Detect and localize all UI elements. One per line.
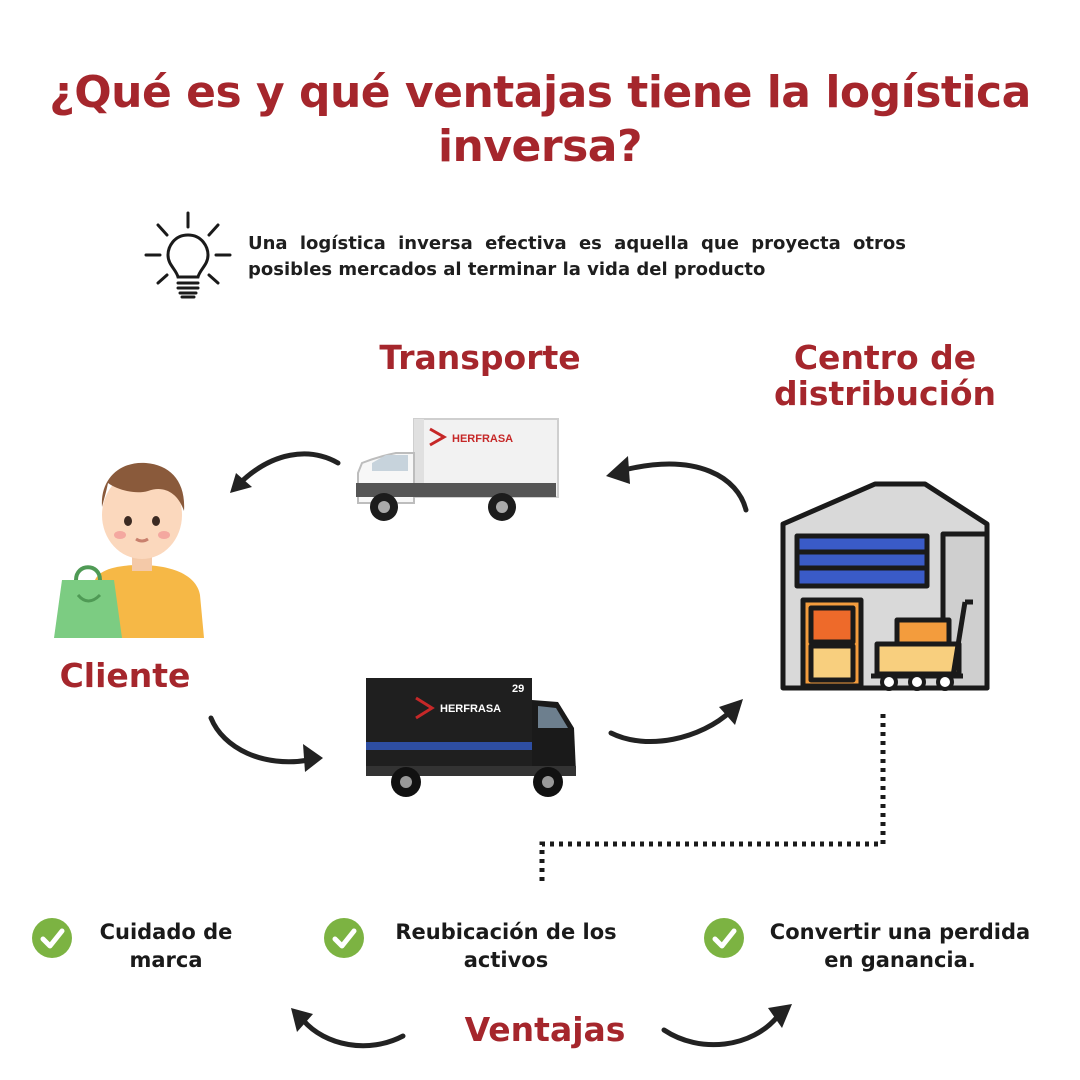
checkmark-icon	[712, 928, 737, 949]
dotted-connector	[539, 714, 886, 884]
black-truck-image: HERFRASA 29	[366, 678, 576, 797]
white-truck-brand: HERFRASA	[452, 433, 513, 445]
arrow-client-to-truck	[208, 715, 323, 772]
check-icon-3	[704, 918, 744, 958]
black-truck-number: 29	[512, 683, 524, 695]
arrow-ventajas-left	[291, 1008, 406, 1049]
benefit-1-line-1: Cuidado de	[99, 920, 233, 944]
benefit-2-line-2: activos	[463, 948, 549, 972]
warehouse-icon	[780, 481, 990, 691]
checkmark-icon	[332, 928, 357, 949]
title-line-2: inversa?	[437, 121, 643, 172]
benefit-1: Cuidado de marca	[76, 918, 256, 974]
benefit-3-line-1: Convertir una perdida	[769, 920, 1031, 944]
white-truck-image: HERFRASA	[356, 418, 559, 521]
benefit-2: Reubicación de los activos	[376, 918, 636, 974]
client-person-icon	[54, 462, 204, 638]
benefit-3: Convertir una perdida en ganancia.	[752, 918, 1048, 974]
intro-text: Una logística inversa efectiva es aquell…	[248, 233, 906, 280]
benefit-3-line-2: en ganancia.	[824, 948, 976, 972]
arrow-ventajas-right	[661, 1004, 792, 1048]
centro-line-2: distribución	[773, 374, 997, 413]
arrow-truck-to-warehouse	[608, 699, 743, 745]
cliente-label: Cliente	[59, 656, 191, 695]
ventajas-label: Ventajas	[464, 1010, 626, 1049]
check-icon-2	[324, 918, 364, 958]
centro-distribucion-label: Centro de distribución	[745, 340, 1025, 412]
check-icon-1	[32, 918, 72, 958]
transporte-label: Transporte	[379, 338, 581, 377]
arrow-truck-to-client	[230, 451, 341, 493]
centro-line-1: Centro de	[793, 338, 977, 377]
title-line-1: ¿Qué es y qué ventajas tiene la logístic…	[49, 67, 1031, 118]
benefit-1-line-2: marca	[129, 948, 203, 972]
checkmark-icon	[40, 928, 65, 949]
arrow-warehouse-to-truck	[606, 456, 749, 513]
black-truck-brand: HERFRASA	[440, 703, 501, 715]
page-title: ¿Qué es y qué ventajas tiene la logístic…	[0, 66, 1080, 174]
benefit-2-line-1: Reubicación de los	[395, 920, 617, 944]
lightbulb-icon	[144, 211, 232, 299]
